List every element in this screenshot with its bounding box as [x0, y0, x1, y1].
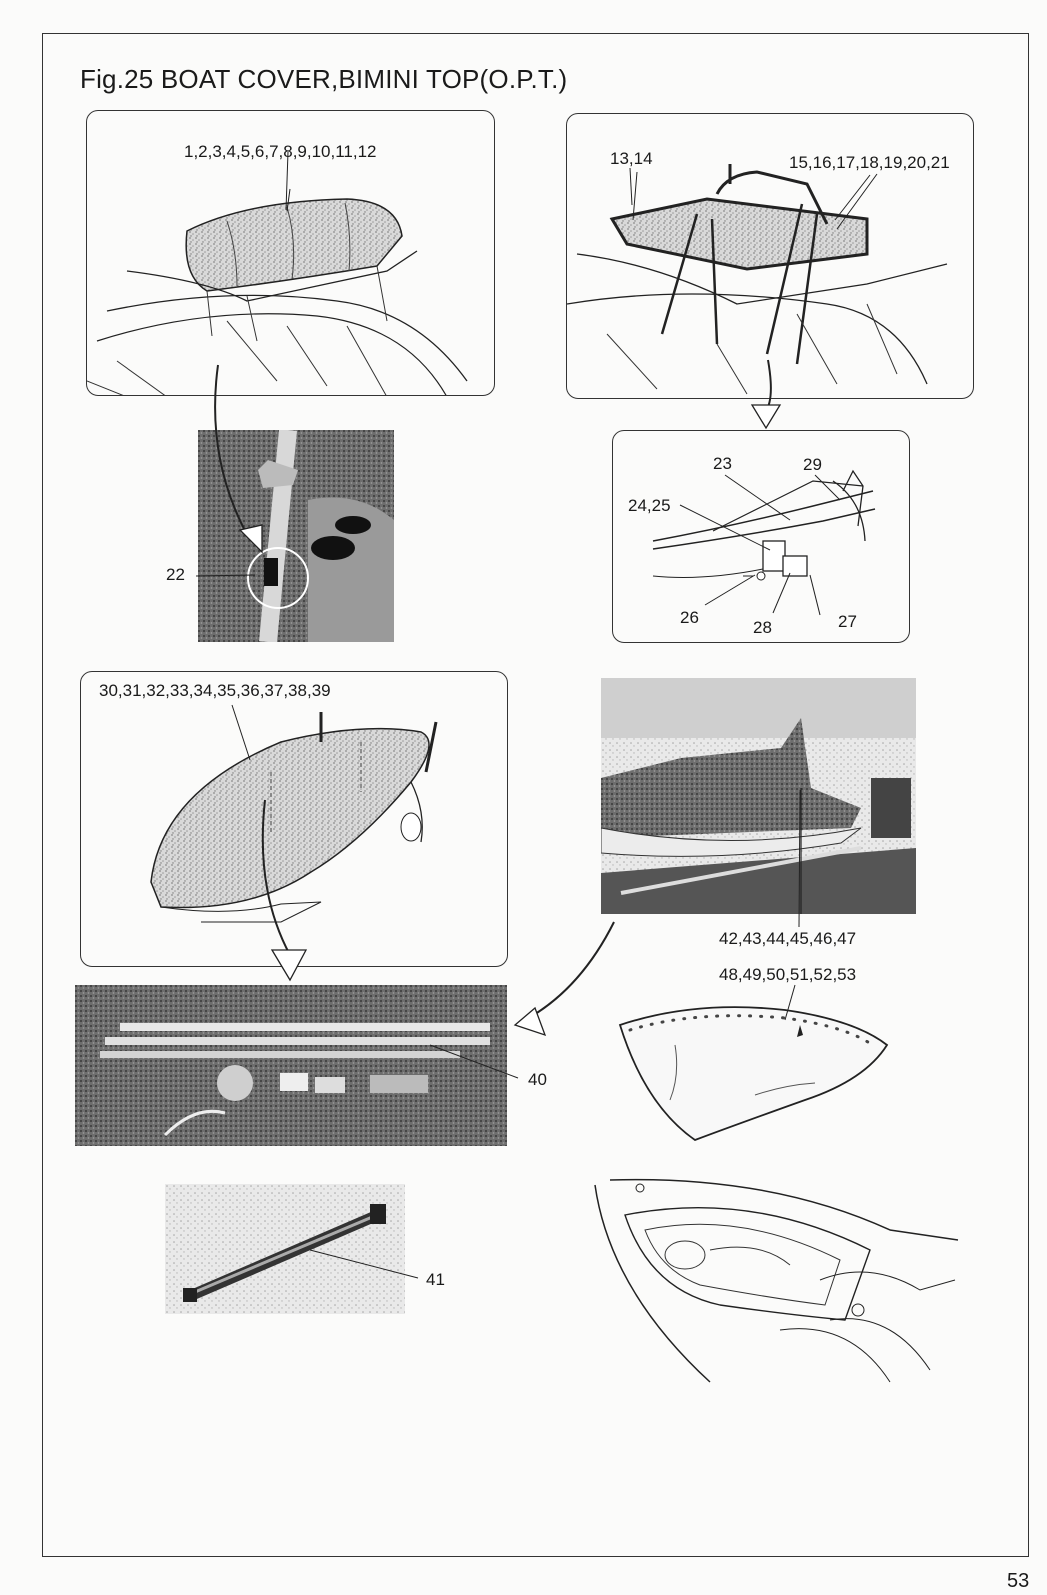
- callout-fitting: 22: [166, 565, 185, 584]
- callout-cover-photo: 42,43,44,45,46,47: [719, 929, 857, 948]
- callout-tower-canopy: 15,16,17,18,19,20,21: [789, 153, 950, 172]
- callout-bimini-top: 1,2,3,4,5,6,7,8,9,10,11,12: [184, 142, 377, 161]
- pole-photo-image: [165, 1184, 405, 1314]
- fitting-photo: [198, 430, 394, 642]
- bracket-detail-panel: 23 29 24,25 26 28 27: [612, 430, 910, 643]
- tower-canopy-illustration: [567, 164, 948, 395]
- bimini-top-illustration: [87, 188, 468, 395]
- page-number: 53: [1007, 1570, 1030, 1592]
- callout-bow-cover: 48,49,50,51,52,53: [719, 965, 857, 984]
- callout-bracket-29: 29: [803, 455, 822, 474]
- pole-photo: [165, 1184, 405, 1314]
- support-poles-photo-image: [75, 985, 507, 1146]
- bracket-detail-illustration: [652, 469, 876, 581]
- callout-bracket-23: 23: [713, 454, 732, 473]
- page-frame: [42, 33, 1029, 1557]
- callout-pole: 41: [426, 1270, 445, 1289]
- tower-canopy-panel: 13,14 15,16,17,18,19,20,21: [566, 113, 974, 399]
- covered-boat-photo-image: [601, 678, 916, 914]
- figure-title: Fig.25 BOAT COVER,BIMINI TOP(O.P.T.): [80, 64, 568, 94]
- callout-support-poles: 40: [528, 1070, 547, 1089]
- callout-bracket-27: 27: [838, 612, 857, 631]
- bimini-top-panel: 1,2,3,4,5,6,7,8,9,10,11,12: [86, 110, 495, 396]
- support-poles-photo: [75, 985, 507, 1146]
- callout-bracket-28: 28: [753, 618, 772, 637]
- callout-bracket-26: 26: [680, 608, 699, 627]
- callout-boat-cover: 30,31,32,33,34,35,36,37,38,39: [99, 681, 331, 700]
- boat-cover-illustration: [150, 712, 438, 923]
- callout-tower-frame: 13,14: [610, 149, 653, 168]
- callout-bracket-24-25: 24,25: [628, 496, 671, 515]
- bow-line-drawing: [594, 1178, 959, 1383]
- fitting-photo-image: [198, 430, 394, 642]
- boat-cover-panel: 30,31,32,33,34,35,36,37,38,39: [80, 671, 508, 967]
- covered-boat-photo: [601, 678, 916, 914]
- bow-cover-illustration: [618, 1006, 889, 1142]
